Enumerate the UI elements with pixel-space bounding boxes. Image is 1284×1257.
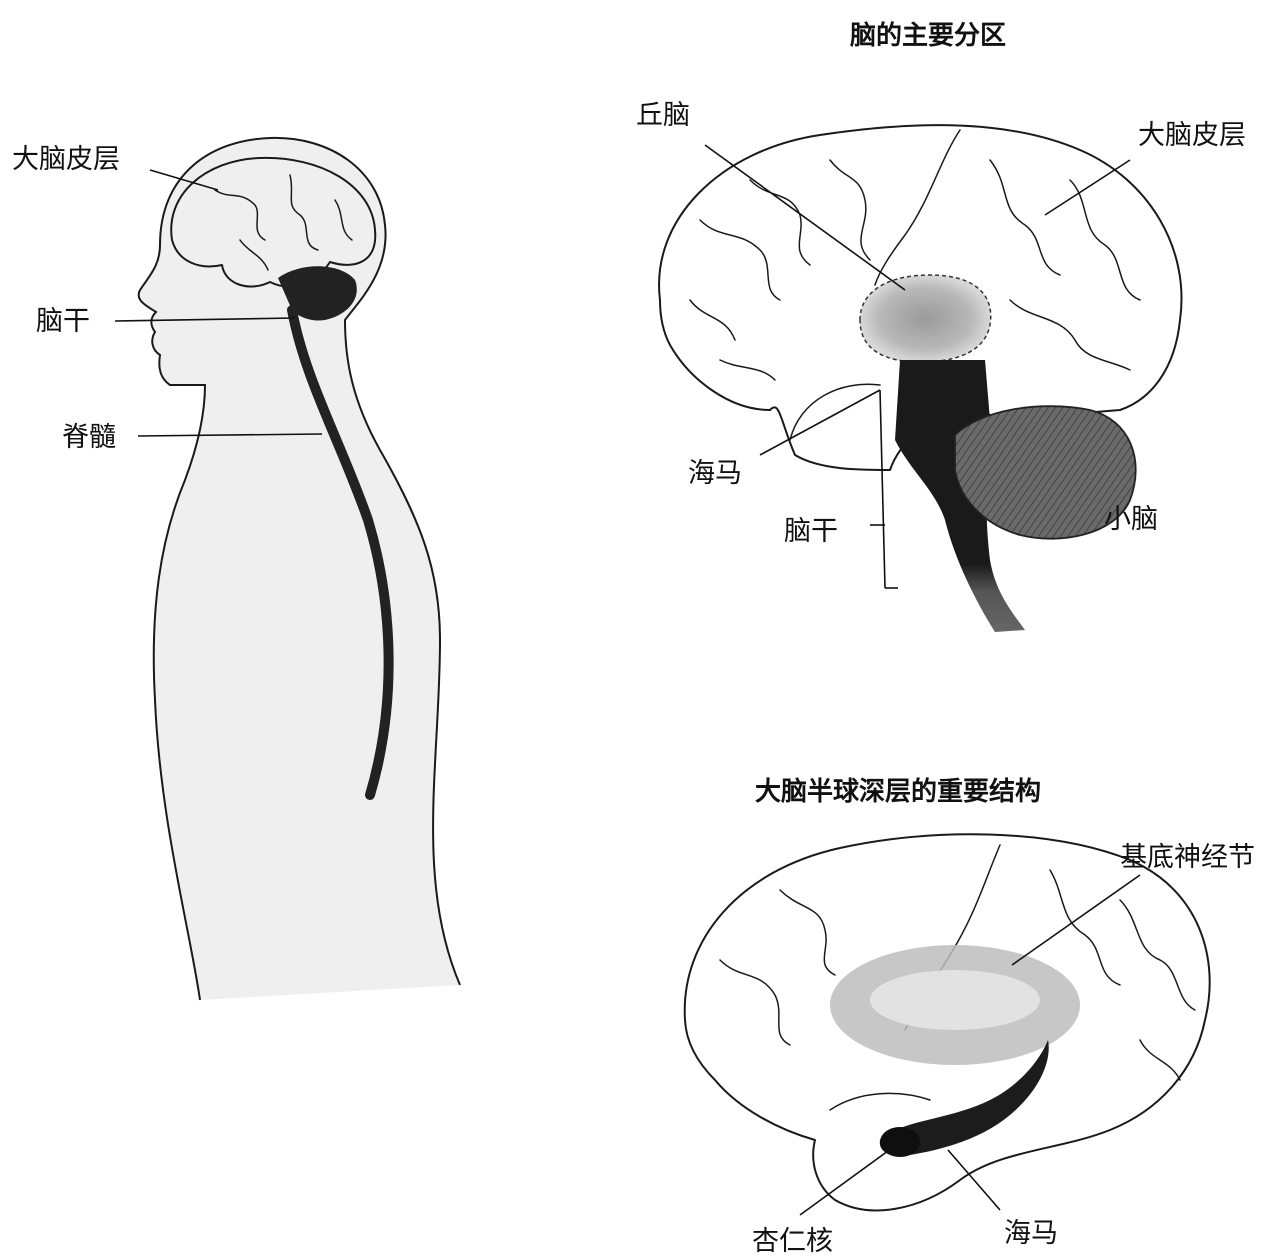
label-brainstem-left: 脑干 (36, 306, 90, 337)
label-cortex-left: 大脑皮层 (12, 144, 120, 175)
label-cortex-right: 大脑皮层 (1138, 120, 1246, 151)
title-deep-structures: 大脑半球深层的重要结构 (755, 776, 1041, 807)
label-thalamus: 丘脑 (636, 100, 690, 131)
label-brainstem-right: 脑干 (784, 516, 838, 547)
brain-divisions-figure: 脑的主要分区 丘脑 大脑皮层 海马 脑干 小脑 (636, 20, 1246, 632)
label-cerebellum: 小脑 (1104, 504, 1158, 535)
label-spinal-cord: 脊髓 (62, 422, 116, 453)
thalamus-shape (860, 275, 991, 362)
label-hippocampus-bottom: 海马 (1004, 1218, 1058, 1249)
label-hippocampus-top: 海马 (688, 458, 742, 489)
body-silhouette (139, 138, 460, 1000)
title-brain-divisions: 脑的主要分区 (850, 20, 1006, 51)
label-basal-ganglia: 基底神经节 (1120, 842, 1255, 873)
label-amygdala: 杏仁核 (752, 1226, 833, 1257)
body-profile-figure: 大脑皮层 脑干 脊髓 (12, 138, 460, 1000)
deep-structures-figure: 大脑半球深层的重要结构 基底神经节 杏仁核 海马 (685, 776, 1255, 1257)
